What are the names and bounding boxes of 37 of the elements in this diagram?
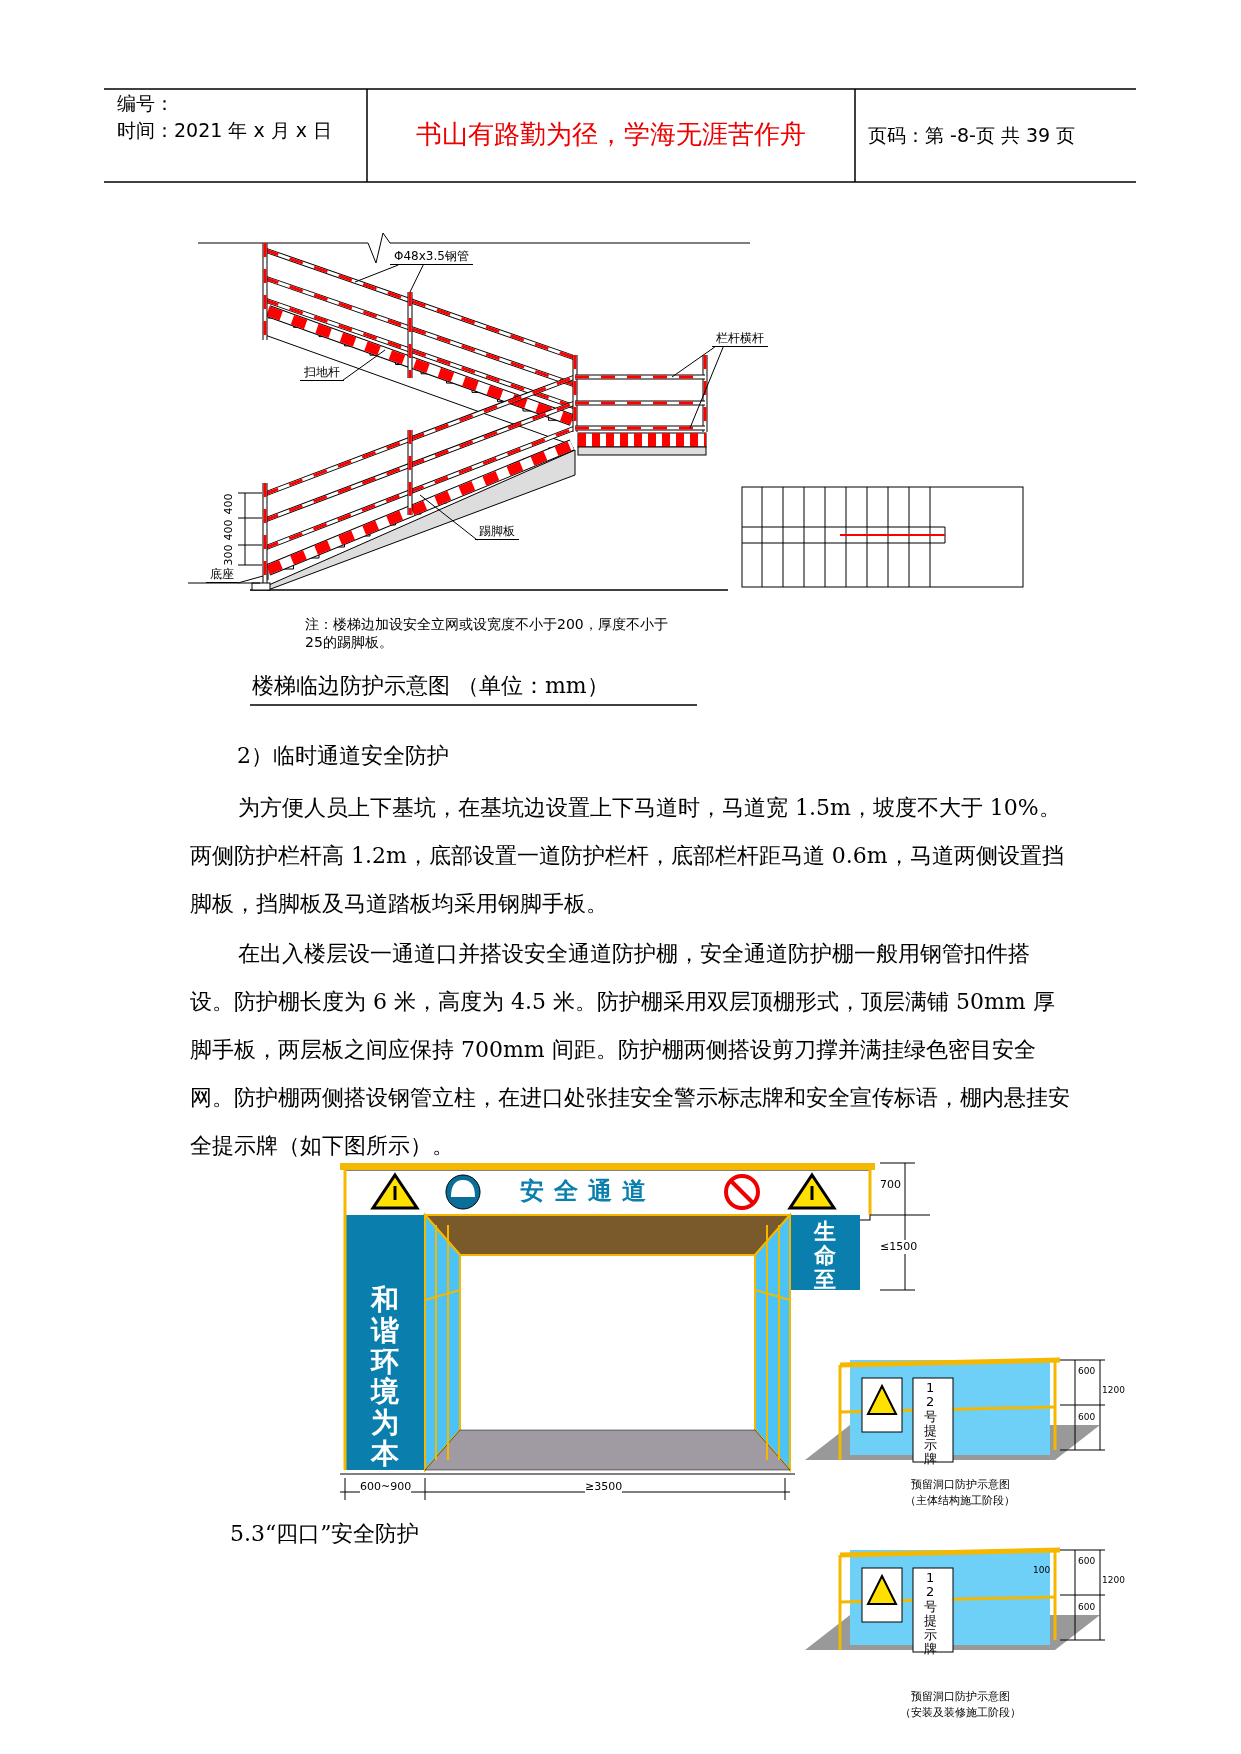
part-label: 扫地杆 (300, 364, 344, 381)
dimension-value: 400 (221, 493, 236, 515)
figure-caption: 预留洞口防护示意图 (909, 1478, 1011, 1492)
body-paragraph: 在出入楼层设一通道口并搭设安全通道防护棚，安全通道防护棚一般用钢管扣件搭设。防护棚长度为 6 米，高度为 4.5 米。防护棚采用双层顶棚形式，顶层满铺 50mm 厚脚手板，两层板之间应保持 700mm 间距。防护棚两侧搭设剪刀撑并满挂绿色密目安全网。防护棚两侧搭设钢管立柱，在进口处张挂安全警示标志牌和安全宣传标语，棚内悬挂安全提示牌（如下图所示）。 (190, 940, 1070, 1160)
part-label: 踢脚板 (475, 523, 519, 540)
banner-slogan: 生命至 (812, 1220, 837, 1293)
leader-line (689, 346, 724, 429)
dimension-value: ≤1500 (880, 1240, 918, 1254)
header-date: 时间：2021 年 x 月 x 日 (117, 119, 333, 143)
header-motto: 书山有路勤为径，学海无涯苦作舟 (415, 118, 807, 151)
leader-line (354, 264, 399, 283)
part-label: 栏杆横杆 (712, 330, 768, 347)
page-number: 页码：第 -8-页 共 39 页 (868, 124, 1076, 148)
dimension-value: ≥3500 (585, 1480, 623, 1494)
leader-line (341, 349, 386, 382)
section-heading: 2）临时通道安全防护 (237, 742, 449, 770)
note-text: 注：楼梯边加设安全立网或设宽度不小于200，厚度不小于25的踢脚板。 (305, 616, 669, 651)
body-paragraph: 为方便人员上下基坑，在基坑边设置上下马道时，马道宽 1.5m，坡度不大于 10%。两侧防护栏杆高 1.2m，底部设置一道防护栏杆，底部栏杆距马道 0.6m，马道两侧设置挡脚板，挡脚板及马道踏板均采用钢脚手板。 (190, 794, 1065, 918)
leader-line (237, 575, 264, 584)
section-heading: 5.3“四口”安全防护 (230, 1520, 420, 1548)
banner-slogan: 安全通道 (520, 1176, 657, 1206)
figure-caption: 楼梯临边防护示意图 （单位：mm） (252, 672, 609, 700)
part-label: Φ48x3.5钢管 (390, 248, 473, 265)
figure-caption: 预留洞口防护示意图 (909, 1690, 1011, 1704)
leader-line (409, 264, 424, 293)
figure-caption: （安装及装修施工阶段） (898, 1706, 1022, 1720)
dimension-value: 600~900 (360, 1480, 412, 1494)
leader-line (671, 346, 716, 378)
dimension-value: 300 (221, 544, 236, 566)
part-label: 底座 (206, 566, 238, 583)
banner-slogan: 和谐环境为本 (369, 1285, 400, 1470)
sign-text: 12号提示牌 (922, 1571, 938, 1657)
header-field: 编号： (117, 92, 174, 116)
sign-text: 12号提示牌 (922, 1381, 938, 1467)
leader-line (419, 494, 478, 541)
dimension-value: 400 (221, 519, 236, 541)
figure-caption: （主体结构施工阶段） (904, 1494, 1016, 1508)
